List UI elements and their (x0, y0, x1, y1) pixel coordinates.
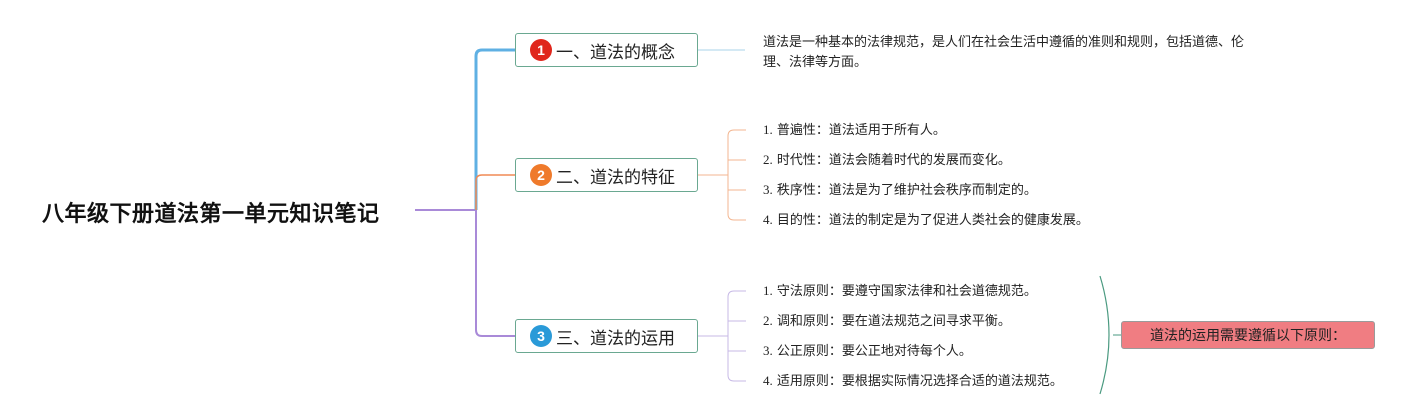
branch-label: 二、道法的特征 (556, 167, 675, 188)
principle-item[interactable]: 4. 适用原则：要根据实际情况选择合适的道法规范。 (763, 373, 1063, 389)
branch-2-leaf-lines (698, 129, 746, 221)
principle-item[interactable]: 2. 调和原则：要在道法规范之间寻求平衡。 (763, 313, 1011, 329)
branch-label: 三、道法的运用 (556, 328, 675, 349)
feature-item[interactable]: 1. 普遍性：道法适用于所有人。 (763, 122, 946, 138)
branch-3-leaf-lines (698, 290, 746, 382)
concept-paragraph: 道法是一种基本的法律规范，是人们在社会生活中遵循的准则和规则，包括道德、伦理、法… (763, 35, 1245, 70)
feature-item[interactable]: 2. 时代性：道法会随着时代的发展而变化。 (763, 152, 1011, 168)
summary-callout[interactable]: 道法的运用需要遵循以下原则： (1121, 321, 1375, 349)
feature-item[interactable]: 4. 目的性：道法的制定是为了促进人类社会的健康发展。 (763, 212, 1089, 228)
number-2-icon: 2 (530, 164, 552, 186)
branch-3-connector (475, 210, 515, 337)
number-3-icon: 3 (530, 325, 552, 347)
number-1-icon: 1 (530, 39, 552, 61)
branch-node-concept[interactable]: 1 一、道法的概念 (515, 33, 698, 67)
branch-2-connector (475, 174, 515, 210)
root-title: 八年级下册道法第一单元知识笔记 (42, 202, 380, 227)
branch-1-connector (474, 48, 515, 210)
principle-item[interactable]: 1. 守法原则：要遵守国家法律和社会道德规范。 (763, 283, 1037, 299)
branch-label: 一、道法的概念 (556, 42, 675, 63)
principle-item[interactable]: 3. 公正原则：要公正地对待每个人。 (763, 343, 972, 359)
summary-brace (1099, 275, 1110, 395)
branch-node-features[interactable]: 2 二、道法的特征 (515, 158, 698, 192)
feature-item[interactable]: 3. 秩序性：道法是为了维护社会秩序而制定的。 (763, 182, 1037, 198)
branch-node-application[interactable]: 3 三、道法的运用 (515, 319, 698, 353)
